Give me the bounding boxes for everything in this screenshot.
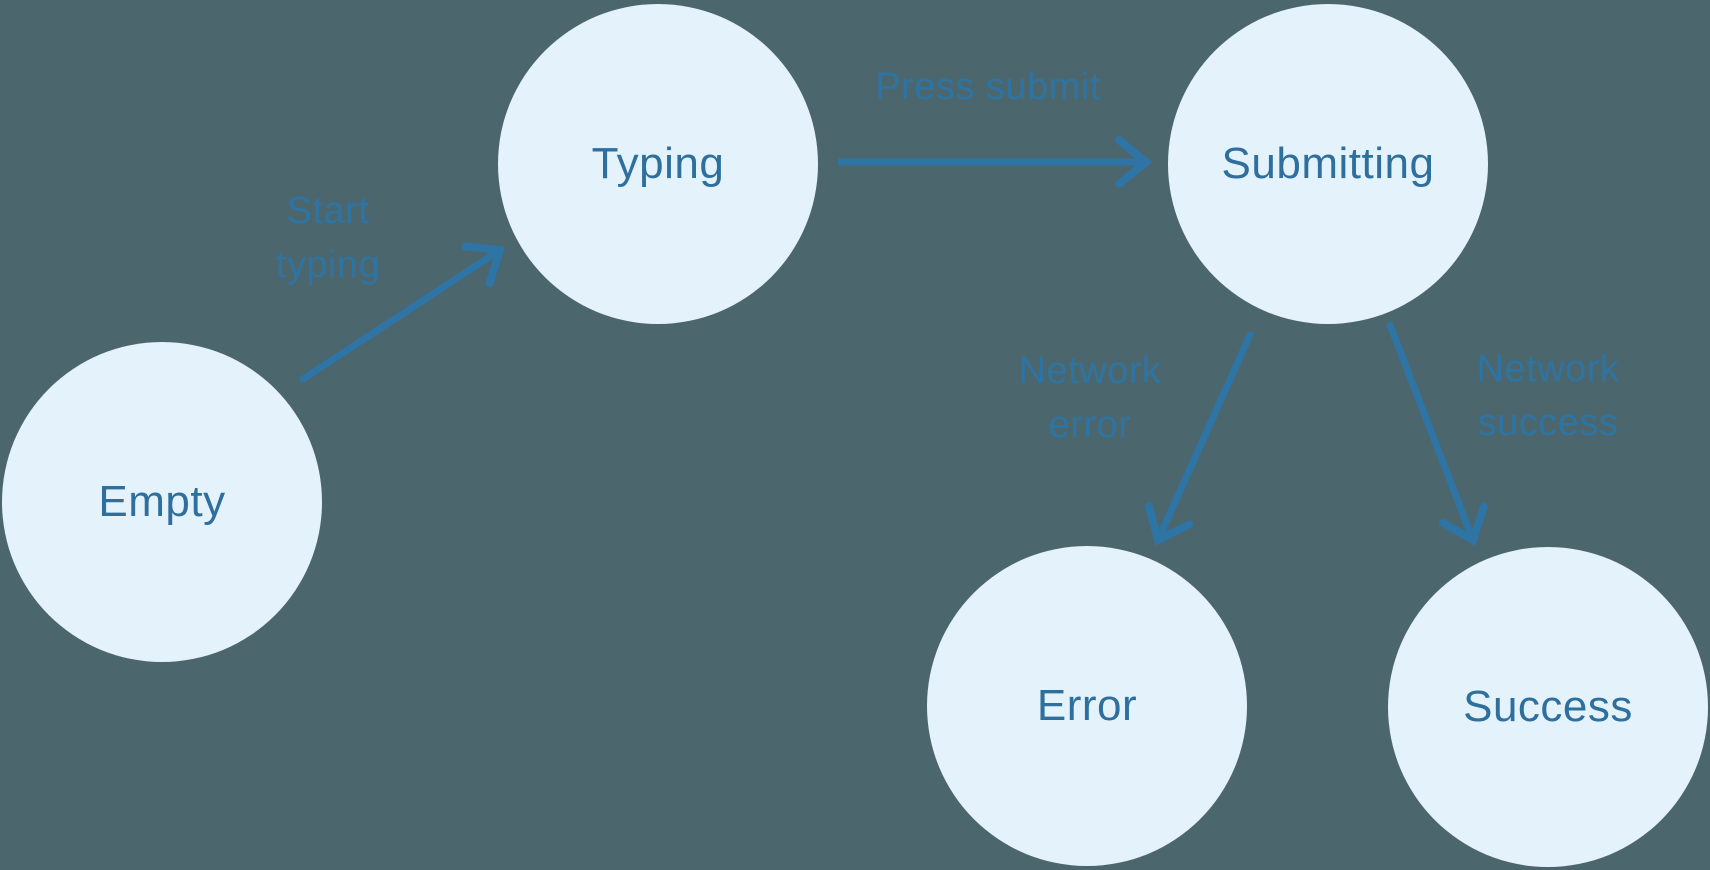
state-node-label: Empty <box>98 477 226 526</box>
state-node-submitting: Submitting <box>1168 4 1488 324</box>
state-node-typing: Typing <box>498 4 818 324</box>
edge-arrow-submitting-to-error <box>1144 331 1254 546</box>
edge-label-line: typing <box>275 244 381 286</box>
state-node-label: Typing <box>591 139 725 188</box>
edge-label-line: error <box>1048 404 1132 446</box>
edge-label-line: Press submit <box>875 66 1101 108</box>
edge-label-line: Start <box>286 190 370 232</box>
state-node-label: Error <box>1036 681 1138 730</box>
edge-label-line: success <box>1477 402 1619 444</box>
state-node-success: Success <box>1388 547 1708 867</box>
edge-label-start-typing: Start typing <box>276 184 380 292</box>
state-node-empty: Empty <box>2 342 322 662</box>
state-node-label: Success <box>1463 682 1633 731</box>
state-node-label: Submitting <box>1221 139 1435 188</box>
edge-label-press-submit: Press submit <box>875 60 1101 114</box>
edge-label-network-error: Network error <box>1019 344 1162 452</box>
edge-label-network-success: Network success <box>1477 342 1620 450</box>
edge-arrow-empty-to-typing <box>299 242 506 383</box>
edge-label-line: Network <box>1476 348 1620 390</box>
edge-arrow-submitting-to-success <box>1386 321 1488 546</box>
state-node-error: Error <box>927 546 1247 866</box>
edge-label-line: Network <box>1018 350 1162 392</box>
